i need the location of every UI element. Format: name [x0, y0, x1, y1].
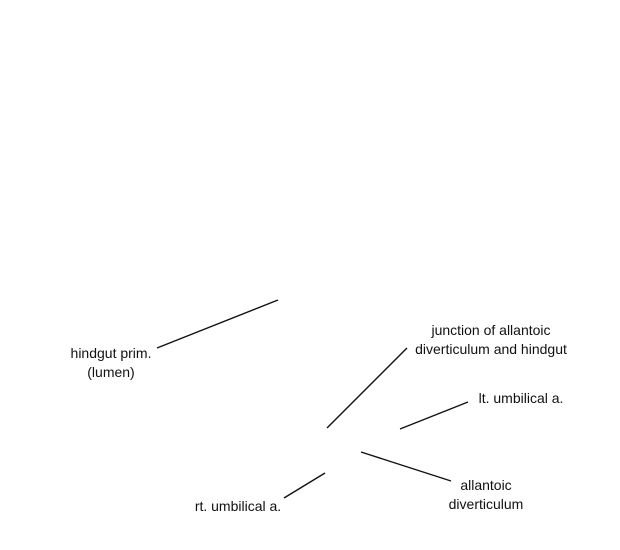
label-right-umbilical-artery: rt. umbilical a. — [186, 497, 290, 516]
label-hindgut-line1: hindgut prim. — [70, 345, 152, 361]
label-lt-umbilical-text: lt. umbilical a. — [478, 390, 564, 406]
leader-line-lt-umbilical — [399, 401, 469, 430]
leader-line-junction — [326, 347, 408, 429]
label-junction-line1: junction of allantoic — [431, 322, 551, 338]
label-left-umbilical-artery: lt. umbilical a. — [470, 389, 572, 408]
label-allantoic-line1: allantoic — [460, 477, 512, 493]
label-allantoic-line2: diverticulum — [448, 496, 524, 512]
leader-line-hindgut — [156, 299, 279, 349]
label-hindgut-primitive-lumen: hindgut prim. (lumen) — [52, 344, 170, 382]
leader-line-rt-umbilical — [283, 472, 326, 499]
label-junction-line2: diverticulum and hindgut — [415, 341, 567, 357]
label-rt-umbilical-text: rt. umbilical a. — [194, 498, 282, 514]
label-hindgut-line2: (lumen) — [87, 364, 135, 380]
label-allantoic-diverticulum: allantoic diverticulum — [430, 476, 542, 514]
label-junction-allantoic-hindgut: junction of allantoic diverticulum and h… — [404, 321, 578, 359]
leader-line-allantoic — [360, 451, 452, 482]
